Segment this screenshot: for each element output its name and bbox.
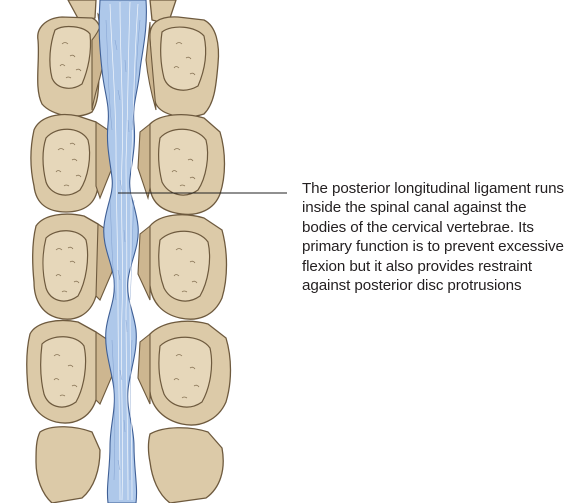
annotation-text: The posterior longitudinal ligament runs…: [302, 179, 570, 295]
right-vertebral-column: [138, 17, 231, 503]
